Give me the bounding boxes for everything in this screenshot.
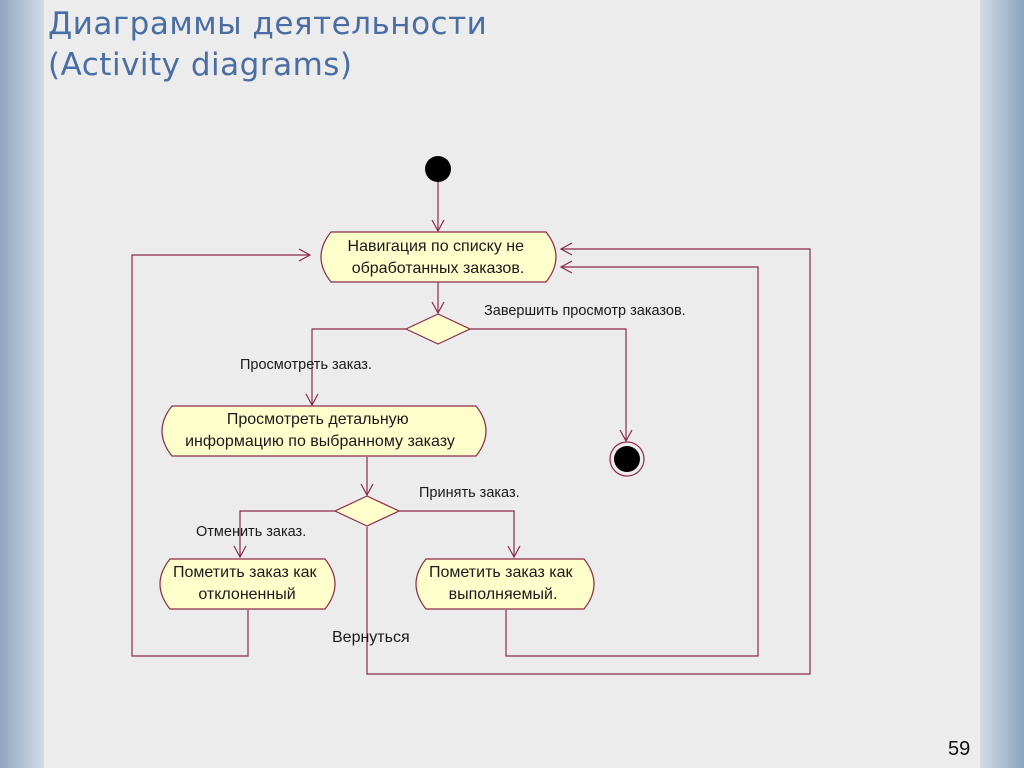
view-details-line-2: информацию по выбранному заказу — [185, 433, 455, 450]
guard-finish: Завершить просмотр заказов. — [484, 303, 686, 319]
navigate-line-2: обработанных заказов. — [352, 260, 525, 277]
view-details-line-1: Просмотреть детальную — [227, 411, 409, 428]
edge-decision-to-view — [305, 328, 406, 407]
mark-accepted-line-1: Пометить заказ как — [429, 564, 573, 581]
decision-node-2 — [333, 495, 401, 527]
mark-rejected-line-2: отклоненный — [198, 586, 295, 603]
activity-navigate: Навигация по списку не обработанных зака… — [320, 231, 557, 283]
guard-cancel: Отменить заказ. — [196, 524, 306, 540]
activity-mark-accepted: Пометить заказ как выполняемый. — [415, 558, 595, 610]
guard-accept: Принять заказ. — [419, 485, 520, 501]
left-border — [0, 0, 44, 768]
guard-return: Вернуться — [332, 629, 410, 646]
mark-accepted-line-2: выполняемый. — [449, 586, 558, 603]
svg-text:Навигация по списку не о: Навигация по списку не обработанных зака… — [348, 238, 529, 277]
right-border — [980, 0, 1024, 768]
edge-return-loop — [366, 242, 811, 675]
initial-node — [425, 156, 451, 182]
title-line-2: (Activity diagrams) — [48, 47, 353, 83]
edge-accept-loop — [505, 260, 759, 657]
svg-text:Пометить заказ как откло: Пометить заказ как отклоненный — [173, 564, 321, 603]
guard-view: Просмотреть заказ. — [240, 357, 372, 373]
activity-view-details: Просмотреть детальную информацию по выбр… — [161, 405, 487, 457]
edge-reject-loop — [131, 248, 312, 657]
slide-title: Диаграммы деятельности (Activity diagram… — [48, 4, 487, 86]
final-node — [609, 441, 645, 477]
edge-decision-to-cancel — [233, 510, 335, 559]
slide-number: 59 — [948, 738, 971, 760]
mark-rejected-line-1: Пометить заказ как — [173, 564, 317, 581]
edge-decision-to-end — [470, 328, 633, 443]
navigate-line-1: Навигация по списку не — [348, 238, 525, 255]
decision-node-1 — [404, 313, 472, 345]
edge-decision-to-accept — [399, 510, 521, 559]
svg-text:Просмотреть детальную ин: Просмотреть детальную информацию по выбр… — [185, 411, 455, 450]
activity-mark-rejected: Пометить заказ как отклоненный — [159, 558, 336, 610]
title-line-1: Диаграммы деятельности — [48, 6, 488, 42]
svg-text:Пометить заказ как выпол: Пометить заказ как выполняемый. — [429, 564, 577, 603]
slide-background — [44, 0, 980, 768]
